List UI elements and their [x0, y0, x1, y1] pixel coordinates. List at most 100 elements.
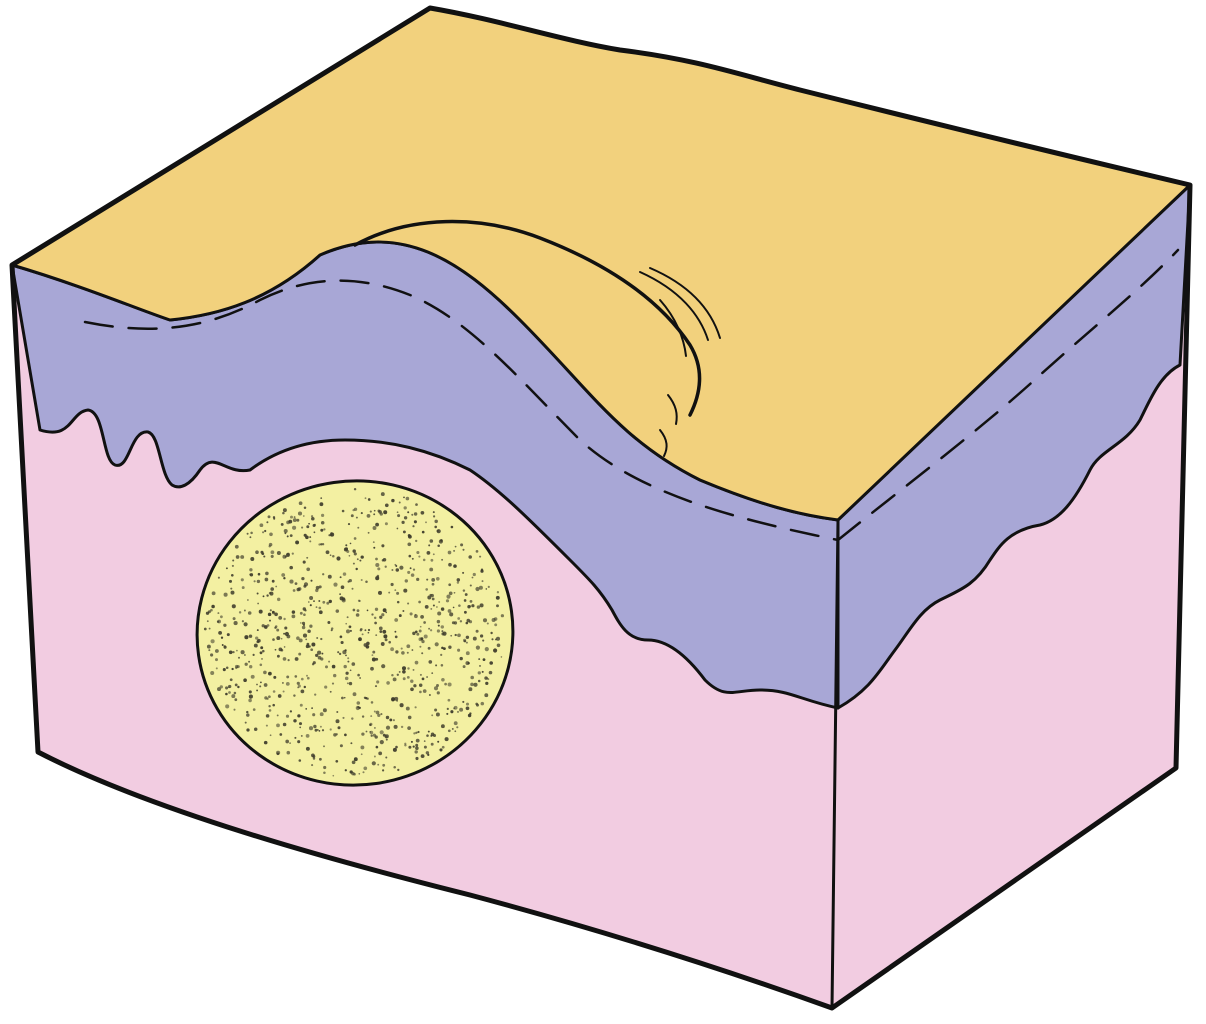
lesion-speckle — [422, 689, 427, 693]
lesion-speckle — [286, 750, 291, 755]
lesion-speckle — [357, 673, 360, 677]
lesion-speckle — [266, 594, 269, 597]
lesion-speckle — [237, 685, 240, 689]
lesion-speckle — [370, 701, 374, 704]
lesion-speckle — [343, 664, 347, 669]
lesion-speckle — [459, 707, 464, 712]
lesion-speckle — [408, 534, 412, 539]
lesion-speckle — [260, 646, 264, 650]
lesion-speckle — [437, 624, 440, 627]
lesion-speckle — [416, 550, 420, 555]
lesion-speckle — [232, 650, 235, 654]
lesion-speckle — [283, 529, 288, 533]
lesion-speckle — [416, 577, 420, 582]
lesion-speckle — [285, 739, 290, 744]
lesion-speckle — [396, 591, 400, 595]
lesion-speckle — [323, 745, 325, 748]
lesion-speckle — [305, 644, 310, 649]
lesion-speckle — [487, 678, 490, 681]
lesion-speckle — [315, 653, 319, 658]
lesion-speckle — [370, 666, 374, 671]
lesion-speckle — [385, 725, 391, 730]
lesion-speckle — [287, 659, 290, 662]
lesion-speckle — [230, 590, 235, 595]
lesion-speckle — [360, 745, 365, 750]
lesion-speckle — [330, 629, 333, 632]
lesion-speckle — [359, 677, 361, 679]
lesion-speckle — [259, 685, 262, 688]
lesion-speckle — [468, 555, 472, 559]
lesion-speckle — [447, 729, 451, 733]
lesion-speckle — [285, 714, 290, 718]
lesion-speckle — [266, 624, 270, 627]
lesion-speckle — [389, 718, 393, 722]
lesion-speckle — [268, 671, 272, 676]
epidermis-dashed-line-right — [836, 248, 1180, 542]
lesion-speckle — [494, 623, 498, 627]
lesion-speckle — [265, 571, 269, 576]
lesion-speckle — [329, 690, 332, 693]
lesion-speckle — [377, 567, 381, 571]
lesion-speckle — [303, 584, 307, 588]
lesion-speckle — [412, 631, 416, 636]
lesion-speckle — [268, 591, 272, 595]
lesion-speckle — [323, 528, 326, 531]
lesion-speckle — [405, 706, 410, 711]
lesion-speckle — [423, 745, 427, 749]
lesion-speckle — [246, 710, 249, 714]
lesion-speckle — [256, 629, 259, 632]
lesion-speckle — [284, 626, 288, 630]
lesion-speckle — [355, 567, 358, 571]
lesion-speckle — [321, 729, 325, 732]
lesion-speckle — [340, 585, 345, 590]
lesion-speckle — [418, 555, 421, 558]
lesion-speckle — [484, 693, 489, 698]
lesion-speckle — [384, 734, 389, 739]
lesion-speckle — [328, 660, 331, 663]
lesion-speckle — [430, 742, 434, 746]
lesion-speckle — [303, 506, 307, 510]
lesion-speckle — [415, 756, 419, 761]
lesion-speckle — [382, 608, 387, 613]
lesion-speckle — [375, 557, 378, 561]
lesion-speckle — [348, 625, 352, 629]
lesion-speckle — [415, 503, 418, 506]
lesion-speckle — [448, 583, 452, 587]
lesion-speckle — [215, 667, 218, 670]
lesion-speckle — [255, 550, 259, 554]
lesion-speckle — [301, 625, 306, 630]
lesion-speckle — [291, 552, 294, 555]
lesion-speckle — [475, 645, 480, 650]
lesion-speckle — [414, 706, 417, 709]
lesion-speckle — [223, 645, 226, 648]
lesion-speckle — [384, 522, 388, 526]
lesion-speckle — [216, 620, 220, 623]
lesion-speckle — [272, 690, 276, 693]
lesion-speckle — [233, 708, 236, 711]
lesion-speckle — [480, 568, 484, 571]
lesion-speckle — [228, 650, 233, 655]
lesion-speckle — [259, 663, 263, 667]
lesion-speckle — [270, 550, 275, 555]
lesion-speckle — [357, 706, 360, 709]
lesion-speckle — [327, 621, 331, 624]
lesion-speckle — [423, 634, 428, 639]
lesion-speckle — [297, 714, 301, 718]
lesion-speckle — [394, 589, 397, 592]
lesion-speckle — [370, 734, 373, 737]
lesion-speckle — [448, 645, 452, 649]
lesion-speckle — [309, 536, 312, 539]
lesion-speckle — [294, 736, 297, 739]
lesion-speckle — [220, 636, 224, 639]
lesion-speckle — [249, 568, 253, 572]
lesion-speckle — [263, 740, 268, 745]
lesion-speckle — [496, 636, 500, 641]
lesion-speckle — [495, 595, 500, 600]
lesion-speckle — [426, 578, 429, 581]
lesion-speckle — [276, 723, 280, 728]
lesion-speckle — [291, 610, 296, 614]
lesion-speckle — [327, 574, 332, 579]
lesion-speckle — [309, 604, 312, 607]
lesion-speckle — [284, 532, 287, 535]
lesion-speckle — [420, 754, 425, 759]
